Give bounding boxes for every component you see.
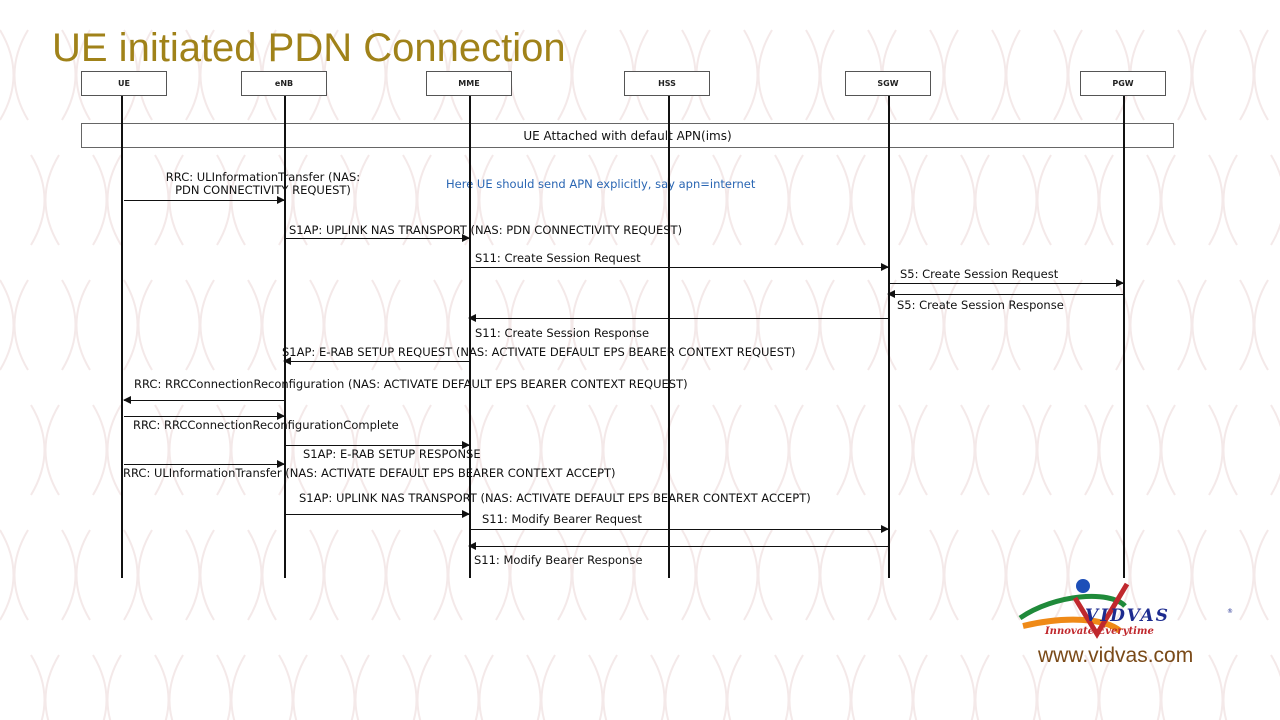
lifeline-pgw — [1123, 96, 1125, 578]
lifeline-ue — [121, 96, 123, 578]
apn-note: Here UE should send APN explicitly, say … — [446, 177, 756, 191]
logo-wordmark: VIDVAS — [1085, 606, 1170, 626]
message-arrow-11 — [124, 460, 285, 468]
message-arrow-3 — [469, 263, 889, 271]
message-label-13: S11: Modify Bearer Request — [482, 512, 642, 526]
lifeline-enb — [284, 96, 286, 578]
message-arrow-9 — [124, 412, 285, 420]
website-link[interactable]: www.vidvas.com — [1038, 644, 1194, 667]
entity-hss: HSS — [624, 71, 710, 96]
message-label-2: S1AP: UPLINK NAS TRANSPORT (NAS: PDN CON… — [289, 223, 683, 237]
message-label-9: RRC: RRCConnectionReconfigurationComplet… — [133, 418, 399, 432]
slide-title: UE initiated PDN Connection — [52, 26, 566, 70]
message-label-10: S1AP: E-RAB SETUP RESPONSE — [303, 447, 481, 461]
lifeline-sgw — [888, 96, 890, 578]
message-arrow-10 — [284, 441, 470, 449]
entity-sgw: SGW — [845, 71, 931, 96]
message-label-14: S11: Modify Bearer Response — [474, 553, 643, 567]
registered-mark: ® — [1227, 608, 1233, 615]
message-label-7: S1AP: E-RAB SETUP REQUEST (NAS: ACTIVATE… — [282, 345, 796, 359]
message-arrow-13 — [469, 525, 889, 533]
vidvas-logo-icon — [1018, 579, 1130, 639]
message-label-4: S5: Create Session Request — [900, 267, 1059, 281]
message-arrow-6 — [468, 314, 888, 322]
message-label-1: RRC: ULInformationTransfer (NAS:PDN CONN… — [165, 170, 361, 197]
message-arrow-14 — [468, 542, 888, 550]
message-arrow-8 — [123, 396, 284, 404]
message-label-8: RRC: RRCConnectionReconfiguration (NAS: … — [134, 377, 688, 391]
message-label-12: S1AP: UPLINK NAS TRANSPORT (NAS: ACTIVAT… — [299, 491, 811, 505]
message-label-11: RRC: ULInformationTransfer (NAS: ACTIVAT… — [123, 466, 616, 480]
lifeline-hss — [668, 96, 670, 578]
message-label-3: S11: Create Session Request — [475, 251, 641, 265]
message-label-5: S5: Create Session Response — [897, 298, 1064, 312]
message-label-6: S11: Create Session Response — [475, 326, 650, 340]
message-arrow-12 — [284, 510, 470, 518]
attached-banner: UE Attached with default APN(ims) — [81, 123, 1174, 148]
message-arrow-1 — [124, 196, 285, 204]
entity-mme: MME — [426, 71, 512, 96]
message-arrow-4 — [888, 279, 1124, 287]
entity-pgw: PGW — [1080, 71, 1166, 96]
message-arrow-2 — [284, 234, 470, 242]
logo-tagline: Innovate Everytime — [1045, 626, 1154, 637]
message-arrow-5 — [887, 290, 1123, 298]
message-arrow-7 — [283, 357, 469, 365]
entity-enb: eNB — [241, 71, 327, 96]
entity-ue: UE — [81, 71, 167, 96]
lifeline-mme — [469, 96, 471, 578]
